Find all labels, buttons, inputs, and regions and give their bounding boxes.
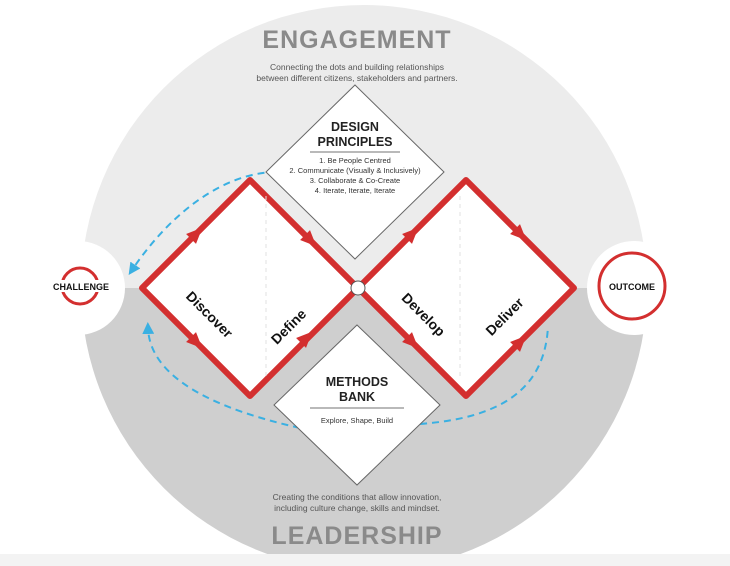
red-arrow-3 [186,332,203,349]
design-principle-item-3: 3. Collaborate & Co-Create [310,176,400,185]
methods-bank-title-line1: METHODS [326,375,389,389]
methods-bank-diamond [273,324,441,486]
center-node [350,280,366,296]
engagement-description-line1: Connecting the dots and building relatio… [270,62,444,72]
methods-bank-subtitle: Explore, Shape, Build [321,416,393,425]
red-arrow-8 [510,335,527,352]
outcome-label: OUTCOME [609,282,655,292]
red-arrow-1 [186,227,203,244]
engagement-title: ENGAGEMENT [262,26,451,54]
feedback-arrow-bottom-left [142,322,301,429]
design-principle-item-4: 4. Iterate, Iterate, Iterate [315,186,395,195]
red-arrow-7 [402,332,419,349]
feedback-arrow-bottom-right [419,325,549,425]
challenge-label: CHALLENGE [53,282,109,292]
leadership-title: LEADERSHIP [271,522,442,550]
design-principles-title-line1: DESIGN [331,120,379,134]
engagement-description-line2: between different citizens, stakeholders… [256,73,457,83]
methods-bank-title-line2: BANK [339,390,375,404]
design-principle-item-2: 2. Communicate (Visually & Inclusively) [289,166,421,175]
outcome-ring [597,251,667,321]
red-arrow-6 [510,224,527,241]
leadership-description-line2: including culture change, skills and min… [274,503,440,513]
design-principle-item-1: 1. Be People Centred [319,156,391,165]
red-arrow-2 [300,230,317,247]
bottom-strip [0,554,730,566]
design-principles-diamond [265,84,445,260]
challenge-label-backdrop [52,280,110,292]
leadership-description-line1: Creating the conditions that allow innov… [273,492,442,502]
red-arrow-4 [296,331,313,348]
design-principles-title-line2: PRINCIPLES [317,135,392,149]
red-arrow-5 [402,227,419,244]
